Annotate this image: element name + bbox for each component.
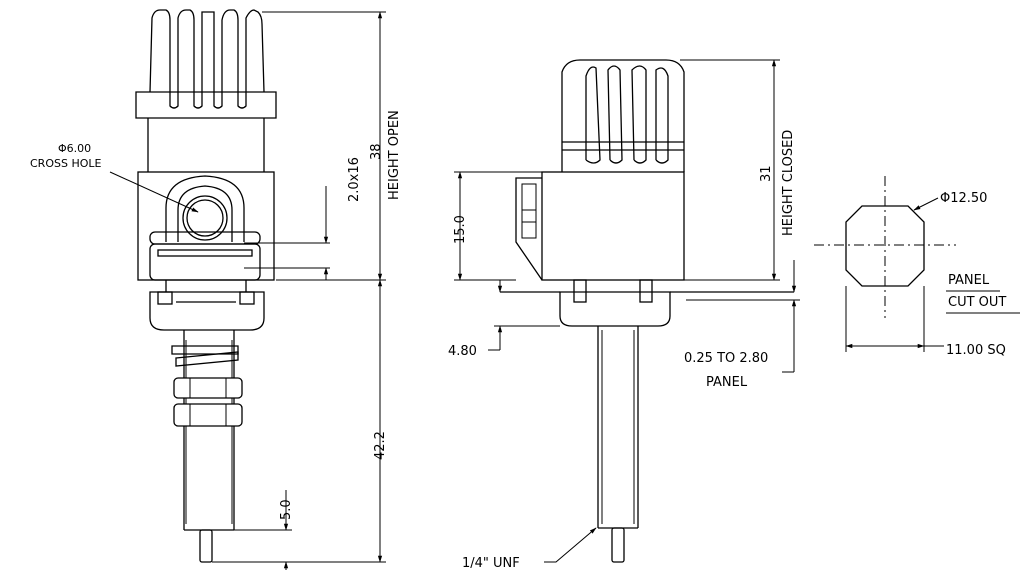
- middle-view-closed: 15.0 4.80 31 HEIGHT CLOSED 0.25 TO 2.80 …: [448, 59, 800, 571]
- dim-31-label: 31: [759, 165, 774, 182]
- base-cup-closed: [500, 279, 794, 327]
- cutout-outline: [845, 205, 925, 287]
- panel-range-label: 0.25 TO 2.80: [684, 351, 768, 366]
- panel-cutout-label-2: CUT OUT: [948, 295, 1006, 310]
- dim-2x16-label: 2.0x16: [347, 157, 362, 202]
- dim-38-label: 38: [369, 143, 384, 160]
- left-view-open: Φ6.00 CROSS HOLE 2.0x16 38 HEIGHT OPEN 4…: [30, 9, 402, 570]
- panel-cutout-label-1: PANEL: [948, 273, 990, 288]
- dim-15-0-label: 15.0: [453, 215, 468, 244]
- base-cup-open: [149, 280, 265, 331]
- body-block-open: [137, 171, 275, 281]
- dim-5-0-label: 5.0: [279, 499, 294, 520]
- dim-42-2-label: 42.2: [373, 431, 388, 460]
- dim-4-80-label: 4.80: [448, 344, 477, 359]
- cutout-dia-label: Φ12.50: [940, 191, 987, 206]
- height-open-label: HEIGHT OPEN: [387, 110, 402, 200]
- cross-hole-label: CROSS HOLE: [30, 157, 102, 170]
- height-closed-label: HEIGHT CLOSED: [781, 130, 796, 236]
- cap-open: [135, 9, 277, 172]
- shaft-closed: [597, 326, 639, 563]
- threaded-shaft-open: [171, 330, 243, 563]
- cutout-sq-label: 11.00 SQ: [946, 343, 1006, 358]
- cross-hole-dia-label: Φ6.00: [58, 142, 91, 155]
- thread-label: 1/4" UNF: [462, 556, 520, 571]
- body-block-closed: [515, 171, 685, 281]
- right-view-cutout: Φ12.50 PANEL CUT OUT 11.00 SQ: [814, 176, 1020, 358]
- cap-closed: [561, 59, 685, 172]
- panel-label: PANEL: [706, 375, 748, 390]
